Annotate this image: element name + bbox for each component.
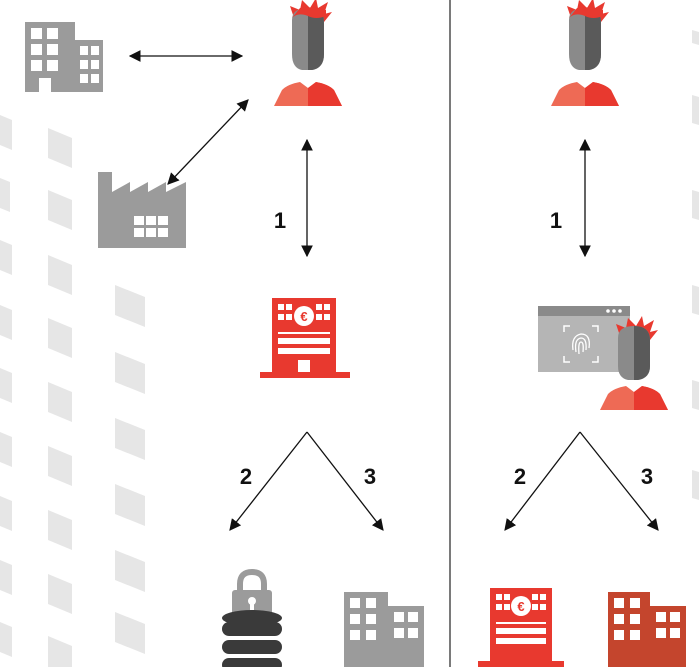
right-edge-pattern — [692, 30, 699, 500]
arrow-bank-database — [229, 431, 308, 531]
arrow-factory-person — [167, 99, 249, 185]
step-2-label: 2 — [514, 464, 526, 489]
step-1-label: 1 — [274, 208, 286, 233]
secure-database-icon — [222, 568, 282, 667]
building-icon — [608, 592, 686, 667]
step-2-label: 2 — [240, 464, 252, 489]
bank-icon: € — [478, 588, 564, 667]
person-icon — [551, 0, 619, 106]
background-pattern — [0, 115, 145, 667]
biometric-verification-icon — [538, 306, 668, 410]
svg-text:€: € — [300, 309, 307, 324]
factory-icon — [98, 172, 186, 248]
svg-text:€: € — [517, 599, 524, 614]
person-icon — [274, 0, 342, 106]
building-icon — [344, 592, 424, 667]
building-icon — [25, 22, 103, 92]
bank-icon: € — [260, 298, 350, 378]
arrow-verification-bank — [504, 431, 581, 531]
step-1-label: 1 — [550, 208, 562, 233]
step-3-label: 3 — [364, 464, 376, 489]
arrow-verification-building — [579, 431, 659, 531]
arrow-bank-building — [306, 431, 384, 531]
step-3-label: 3 — [641, 464, 653, 489]
